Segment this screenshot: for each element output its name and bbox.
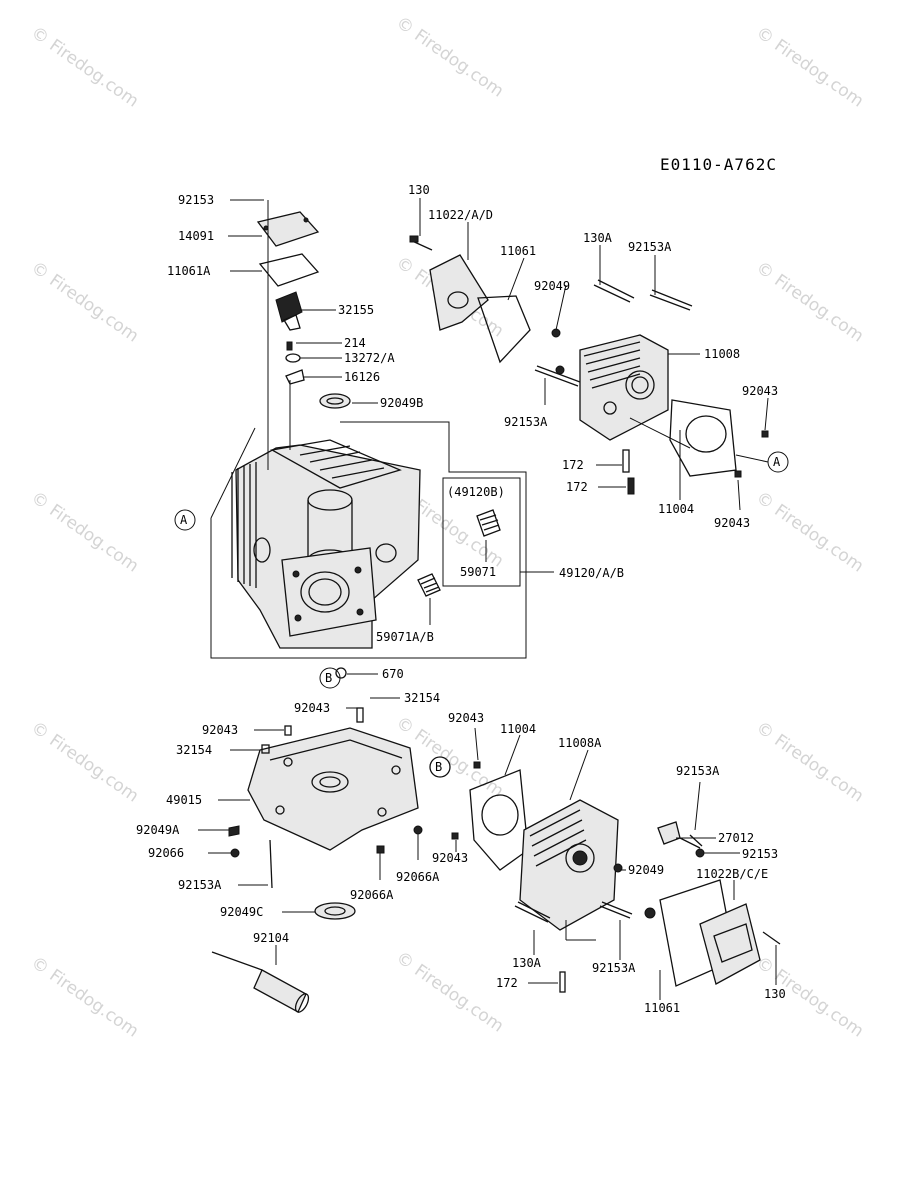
part-label: 92153A <box>178 878 222 892</box>
part-label: 92043 <box>448 711 484 725</box>
part-label: 130A <box>583 231 613 245</box>
part-label: 92049 <box>628 863 664 877</box>
part-label: 27012 <box>718 831 754 845</box>
part-label: 214 <box>344 336 366 350</box>
part-label: 92066 <box>148 846 184 860</box>
part-label: (49120B) <box>447 485 505 499</box>
crankcase-illustration <box>211 707 423 1013</box>
part-label: 11008 <box>704 347 740 361</box>
part-label: 11061 <box>644 1001 680 1015</box>
part-label: 92153A <box>676 764 720 778</box>
part-label: 32154 <box>176 743 212 757</box>
part-label: 172 <box>496 976 518 990</box>
assembly-bracket-lines <box>210 421 554 659</box>
part-label: 11061 <box>500 244 536 258</box>
part-label: 16126 <box>344 370 380 384</box>
part-label: 11008A <box>558 736 602 750</box>
part-label: 92043 <box>432 851 468 865</box>
watermark: © Firedog.com <box>27 488 142 577</box>
watermark: © Firedog.com <box>27 718 142 807</box>
part-label: 670 <box>382 667 404 681</box>
part-label: 11061A <box>167 264 211 278</box>
watermark: © Firedog.com <box>27 953 142 1042</box>
part-label: 92153 <box>178 193 214 207</box>
part-labels: 92153 14091 11061A 32155 214 13272/A 161… <box>136 183 786 1015</box>
watermark: © Firedog.com <box>392 948 507 1037</box>
cylinder-block-illustration <box>231 211 501 679</box>
part-label: 92104 <box>253 931 289 945</box>
part-label: 92043 <box>742 384 778 398</box>
part-label: 32154 <box>404 691 440 705</box>
part-label: 130 <box>408 183 430 197</box>
watermark: © Firedog.com <box>752 258 867 347</box>
part-label: 49120/A/B <box>559 566 624 580</box>
callout-a-right-label: A <box>773 455 781 469</box>
part-label: 49015 <box>166 793 202 807</box>
watermark: © Firedog.com <box>752 488 867 577</box>
leader-lines <box>198 198 777 1000</box>
part-label: 92043 <box>202 723 238 737</box>
part-label: 92049 <box>534 279 570 293</box>
part-label: 92049A <box>136 823 180 837</box>
callout-b-right-label: B <box>435 760 442 774</box>
part-label: 130 <box>764 987 786 1001</box>
part-label: 92153A <box>592 961 636 975</box>
part-label: 11022B/C/E <box>696 867 768 881</box>
watermark: © Firedog.com <box>27 258 142 347</box>
cylinder-head-top-illustration <box>409 235 769 495</box>
callout-b-left: B <box>319 667 341 689</box>
watermark: © Firedog.com <box>752 23 867 112</box>
part-label: 92153A <box>504 415 548 429</box>
callout-b-right: B <box>435 760 442 774</box>
part-label: 92066A <box>350 888 394 902</box>
part-label: 92043 <box>294 701 330 715</box>
callout-a-left: A <box>174 509 196 531</box>
part-label: 92066A <box>396 870 440 884</box>
watermark: © Firedog.com <box>392 13 507 102</box>
part-label: 172 <box>562 458 584 472</box>
callout-a-right: A <box>767 451 789 473</box>
part-label: 11022/A/D <box>428 208 493 222</box>
part-label: 92043 <box>714 516 750 530</box>
callout-a-left-label: A <box>180 513 188 527</box>
part-label: 59071A/B <box>376 630 434 644</box>
part-label: 32155 <box>338 303 374 317</box>
part-label: 14091 <box>178 229 214 243</box>
watermark: © Firedog.com <box>27 23 142 112</box>
part-label: 92049B <box>380 396 423 410</box>
part-label: 59071 <box>460 565 496 579</box>
part-label: 11004 <box>658 502 694 516</box>
diagram-code: E0110-A762C <box>660 155 777 174</box>
watermark: © Firedog.com <box>752 718 867 807</box>
subassembly-box <box>442 477 521 587</box>
part-label: 130A <box>512 956 542 970</box>
part-label: 172 <box>566 480 588 494</box>
part-label: 11004 <box>500 722 536 736</box>
part-label: 92153 <box>742 847 778 861</box>
part-label: 13272/A <box>344 351 395 365</box>
part-label: 92153A <box>628 240 672 254</box>
part-label: 92049C <box>220 905 263 919</box>
callout-b-left-label: B <box>325 671 332 685</box>
